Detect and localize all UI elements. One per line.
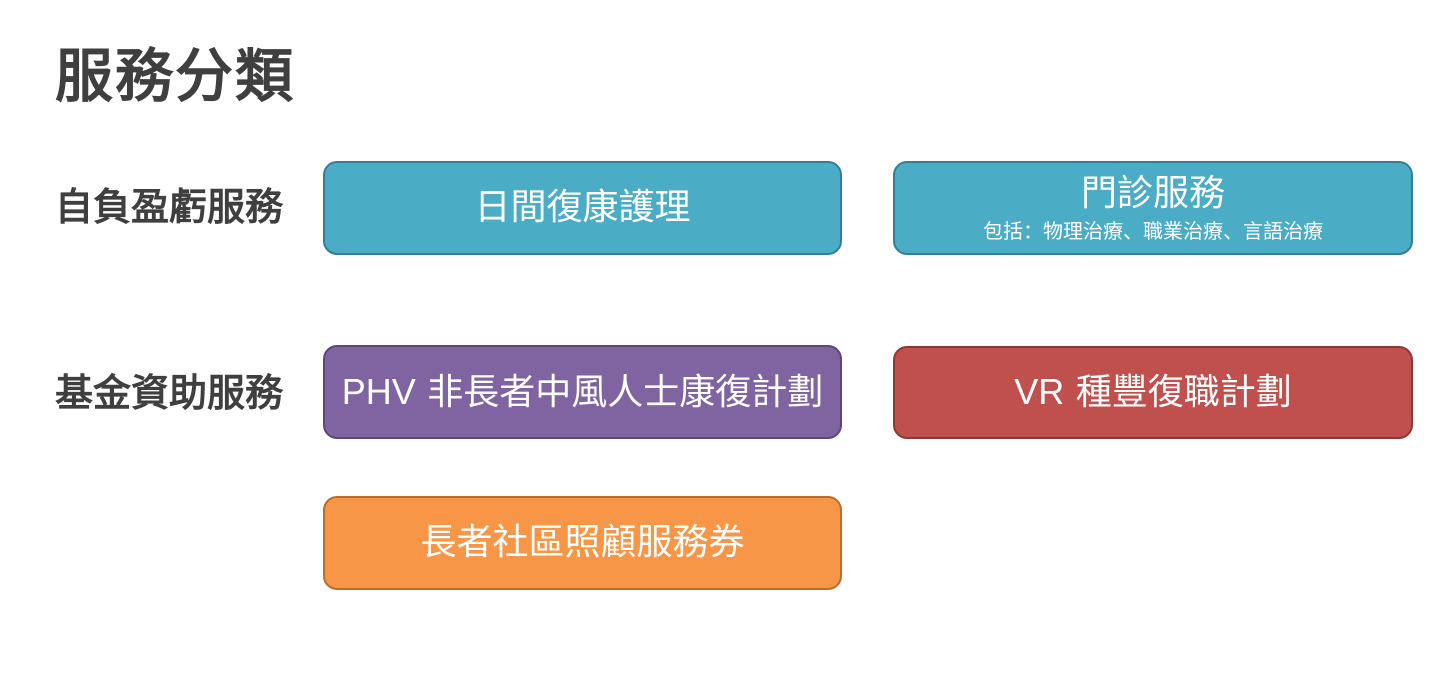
service-box-label: PHV 非長者中風人士康復計劃 bbox=[342, 370, 824, 415]
service-box-outpatient[interactable]: 門診服務 包括：物理治療、職業治療、言語治療 bbox=[893, 161, 1413, 255]
service-box-phv[interactable]: PHV 非長者中風人士康復計劃 bbox=[323, 345, 842, 439]
row-label-self-financed: 自負盈虧服務 bbox=[55, 185, 284, 229]
service-box-label: 長者社區照顧服務券 bbox=[420, 522, 745, 563]
row-label-funded: 基金資助服務 bbox=[55, 371, 284, 415]
service-box-text: 非長者中風人士康復計劃 bbox=[427, 371, 824, 413]
service-box-sublabel: 包括：物理治療、職業治療、言語治療 bbox=[983, 219, 1323, 243]
service-box-prefix: PHV bbox=[341, 370, 416, 412]
service-box-prefix: VR bbox=[1014, 371, 1065, 412]
service-box-elderly-voucher[interactable]: 長者社區照顧服務券 bbox=[323, 496, 842, 590]
service-box-vr[interactable]: VR 種豐復職計劃 bbox=[893, 346, 1413, 439]
service-box-text: 種豐復職計劃 bbox=[1075, 372, 1292, 413]
service-box-label: 日間復康護理 bbox=[474, 187, 691, 228]
service-box-day-rehab-nursing[interactable]: 日間復康護理 bbox=[323, 161, 842, 255]
page-title: 服務分類 bbox=[55, 42, 296, 110]
service-box-label: VR 種豐復職計劃 bbox=[1014, 370, 1291, 415]
service-box-label: 門診服務 bbox=[1080, 173, 1225, 214]
